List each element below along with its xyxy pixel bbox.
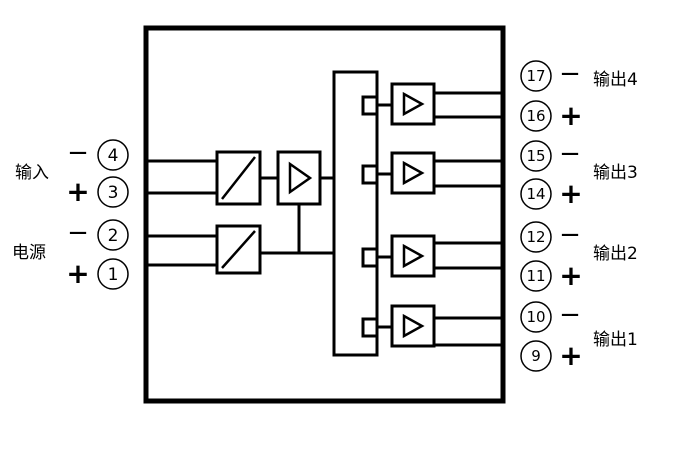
power-isolator-block — [215, 224, 262, 275]
amplifier-triangle-icon — [402, 313, 425, 339]
polarity-sign-plus: + — [559, 177, 582, 210]
polarity-sign-minus: − — [559, 139, 581, 169]
power-chain — [146, 204, 334, 275]
input-amplifier-block — [276, 150, 322, 206]
distribution-bus — [332, 70, 379, 357]
terminal-group-label: 输出3 — [593, 163, 638, 183]
polarity-sign-plus: + — [66, 175, 89, 208]
terminal-pin-number: 15 — [526, 147, 545, 165]
bus-port — [361, 95, 379, 116]
output-channel-1 — [361, 304, 503, 348]
polarity-sign-plus: + — [559, 99, 582, 132]
right-terminals: 17 − 输出4 16 + 15 − 输出3 14 + 12 − 输出2 11 … — [520, 59, 638, 372]
terminal-group-label: 电源 — [12, 243, 46, 263]
left-terminals: 输入 − 4 + 3 电源 − 2 + 1 — [12, 138, 129, 290]
terminal-pin-number: 12 — [526, 228, 545, 246]
terminal-pin-number: 1 — [108, 265, 119, 285]
terminal-pin-number: 4 — [108, 146, 119, 166]
polarity-sign-minus: − — [559, 220, 581, 250]
terminal-pin — [520, 260, 552, 292]
terminal-pin-number: 3 — [108, 183, 119, 203]
terminal-group-label: 输出2 — [593, 244, 638, 264]
terminal-pin — [520, 140, 552, 172]
output-amplifier-block — [390, 82, 436, 126]
module-housing — [143, 25, 506, 404]
output-amplifier-block — [390, 304, 436, 348]
terminal-pin — [520, 60, 552, 92]
output-channel-4 — [361, 82, 503, 126]
terminal-group-label: 输出4 — [593, 70, 638, 90]
terminal-pin — [97, 219, 129, 251]
terminal-pin-number: 10 — [526, 308, 545, 326]
terminal-group-label: 输入 — [15, 163, 49, 183]
amplifier-triangle-icon — [402, 91, 425, 117]
amplifier-triangle-icon — [402, 160, 425, 186]
terminal-pin — [520, 178, 552, 210]
output-amplifier-block — [390, 234, 436, 278]
terminal-pin — [520, 340, 552, 372]
terminal-pin — [97, 176, 129, 208]
output-channel-2 — [361, 234, 503, 278]
terminal-pin — [520, 301, 552, 333]
terminal-pin-number: 9 — [531, 347, 541, 365]
terminal-pin — [97, 258, 129, 290]
output-amplifier-block — [390, 151, 436, 195]
polarity-sign-minus: − — [559, 300, 581, 330]
terminal-pin-number: 17 — [526, 67, 545, 85]
power-isolator-slash-icon — [221, 230, 256, 269]
isolator-slash-icon — [221, 156, 256, 200]
bus-port — [361, 247, 379, 268]
terminal-group-label: 输出1 — [593, 330, 638, 350]
polarity-sign-minus: − — [67, 218, 89, 248]
terminal-pin-number: 2 — [108, 226, 119, 246]
terminal-pin — [97, 139, 129, 171]
input-chain — [146, 150, 334, 206]
output-channel-3 — [361, 151, 503, 195]
polarity-sign-plus: + — [559, 259, 582, 292]
terminal-pin-number: 14 — [526, 185, 545, 203]
amplifier-triangle-icon — [402, 243, 425, 269]
polarity-sign-plus: + — [66, 257, 89, 290]
polarity-sign-minus: − — [67, 138, 89, 168]
polarity-sign-minus: − — [559, 59, 581, 89]
bus-port — [361, 164, 379, 185]
terminal-pin — [520, 221, 552, 253]
terminal-pin-number: 16 — [526, 107, 545, 125]
amplifier-triangle-icon — [288, 161, 313, 195]
polarity-sign-plus: + — [559, 339, 582, 372]
terminal-pin — [520, 100, 552, 132]
bus-port — [361, 317, 379, 338]
terminal-pin-number: 11 — [526, 267, 545, 285]
